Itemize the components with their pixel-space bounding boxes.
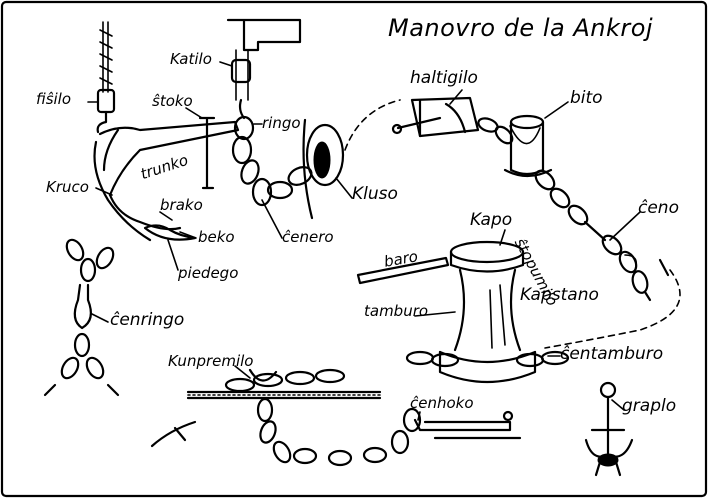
chain-ring <box>43 238 120 397</box>
label-piedego: piedego <box>178 264 239 282</box>
label-fisilo: fiŝilo <box>36 90 72 108</box>
main-chain <box>477 117 670 302</box>
label-ringo: ringo <box>262 114 301 132</box>
bitt-bito <box>503 114 553 178</box>
leader-lines <box>87 61 641 421</box>
label-tamburo: tamburo <box>364 302 429 320</box>
label-kruco: Kruco <box>46 178 89 196</box>
label-graplo: graplo <box>622 396 677 416</box>
fishing-tackle <box>96 21 116 134</box>
compressor-kunpremilo <box>150 368 382 465</box>
stopper-haltigilo <box>391 96 480 138</box>
label-bito: bito <box>570 88 603 108</box>
label-kunpremilo: Kunpremilo <box>168 352 254 370</box>
label-cenringo: ĉenringo <box>110 310 185 330</box>
grapnel-graplo <box>584 381 634 477</box>
label-kapo: Kapo <box>470 210 513 230</box>
diagram-title: Manovro de la Ankroj <box>388 14 654 42</box>
chain-to-hook <box>327 407 522 467</box>
hawse-kluso <box>302 118 345 220</box>
label-kluso: Kluso <box>352 184 398 204</box>
stock-anchor <box>93 115 255 242</box>
capstan-kapstano <box>356 240 537 384</box>
label-stoko: ŝtoko <box>152 92 193 110</box>
label-kapstano: Kapstano <box>520 285 599 305</box>
label-cenero: ĉenero <box>282 228 334 246</box>
label-brako: brako <box>160 196 203 214</box>
label-centamburo: ĉentamburo <box>560 344 664 364</box>
beam-katilo <box>226 18 302 120</box>
label-beko: beko <box>198 228 235 246</box>
label-cenhoko: ĉenhoko <box>410 394 474 412</box>
label-katilo: Katilo <box>170 50 212 68</box>
chain-cenero <box>231 135 313 207</box>
label-ceno: ĉeno <box>638 198 679 218</box>
capstan-chain <box>405 350 570 368</box>
label-haltigilo: haltigilo <box>410 68 478 88</box>
